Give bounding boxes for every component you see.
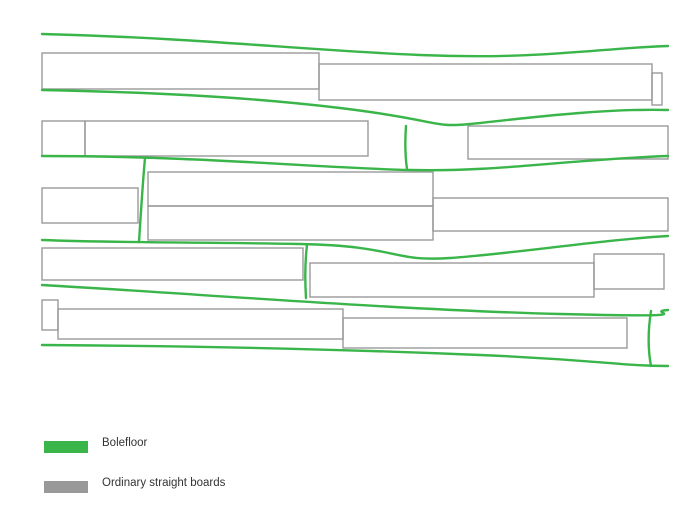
- straight-board: [147, 171, 434, 207]
- straight-board: [57, 308, 344, 340]
- straight-board: [342, 317, 628, 349]
- ordinary-boards-swatch: [44, 481, 88, 493]
- straight-board: [147, 205, 434, 241]
- bolefloor-board-edge: [40, 154, 670, 172]
- bolefloor-board-edge: [137, 156, 147, 244]
- bolefloor-board-edge: [40, 283, 670, 317]
- straight-board: [41, 247, 304, 281]
- straight-board: [318, 63, 653, 101]
- straight-board: [41, 299, 59, 331]
- straight-board: [309, 262, 595, 298]
- bolefloor-swatch: [44, 441, 88, 453]
- bolefloor-board-edge: [647, 309, 653, 368]
- bolefloor-board-edge: [404, 124, 409, 171]
- straight-board: [467, 125, 669, 160]
- bolefloor-label: Bolefloor: [102, 437, 148, 449]
- straight-board: [593, 253, 665, 290]
- floor-board-diagram: [40, 32, 670, 368]
- bolefloor-board-edge: [40, 32, 670, 58]
- bolefloor-board-edge: [40, 88, 670, 127]
- straight-board: [41, 187, 139, 224]
- bolefloor-board-edge: [40, 343, 670, 368]
- straight-board: [651, 72, 663, 106]
- bolefloor-board-edge: [304, 243, 309, 300]
- straight-board: [41, 52, 320, 90]
- ordinary-boards-label: Ordinary straight boards: [102, 477, 226, 489]
- straight-board: [432, 197, 669, 232]
- straight-board: [41, 120, 86, 157]
- bolefloor-board-edge: [40, 234, 670, 260]
- straight-board: [84, 120, 369, 157]
